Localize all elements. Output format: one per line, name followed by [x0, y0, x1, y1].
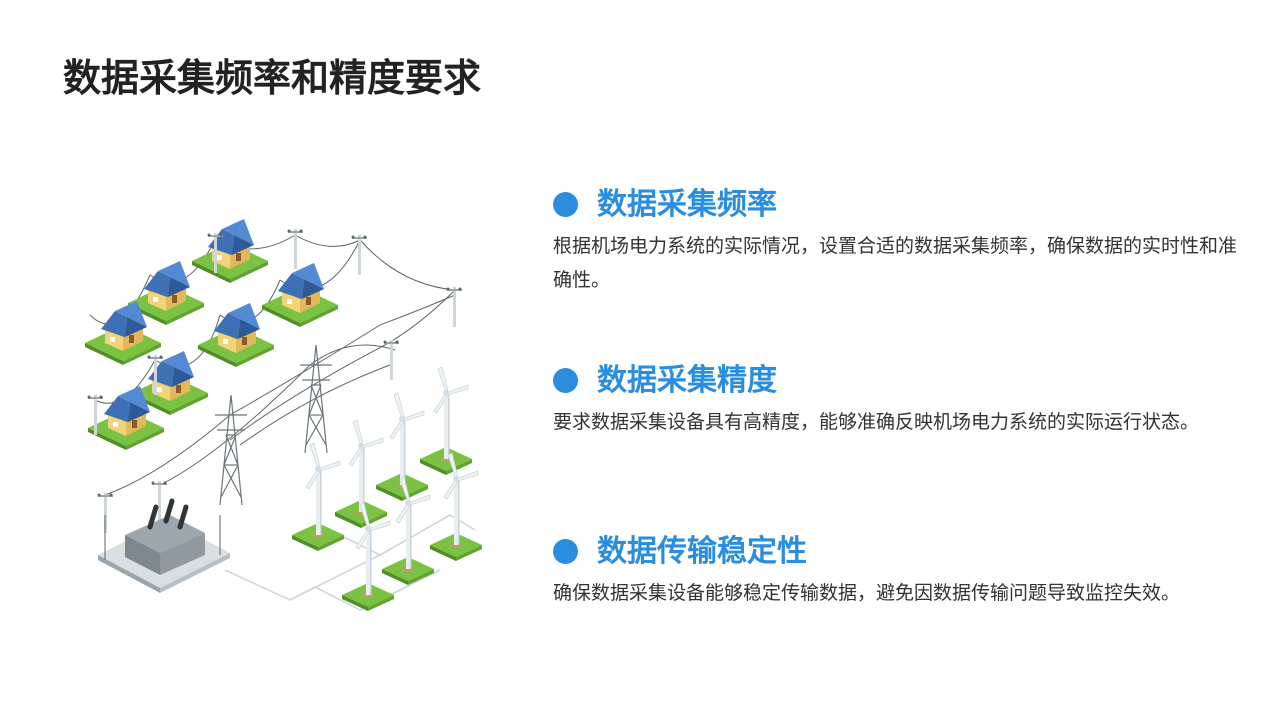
bullet-dot-icon — [553, 192, 578, 217]
section-heading-row: 数据采集频率 — [553, 183, 1243, 227]
section-heading: 数据采集精度 — [597, 363, 777, 398]
bullet-dot-icon — [553, 368, 578, 393]
page-title: 数据采集频率和精度要求 — [63, 56, 482, 100]
section-body: 要求数据采集设备具有高精度，能够准确反映机场电力系统的实际运行状态。 — [553, 411, 1200, 433]
section-heading: 数据传输稳定性 — [597, 534, 807, 569]
section-precision: 数据采集精度 要求数据采集设备具有高精度，能够准确反映机场电力系统的实际运行状态… — [553, 359, 1243, 439]
bullet-dot-icon — [553, 539, 578, 564]
section-heading: 数据采集频率 — [597, 187, 777, 222]
section-heading-row: 数据采集精度 — [553, 359, 1243, 403]
section-body: 确保数据采集设备能够稳定传输数据，避免因数据传输问题导致监控失效。 — [553, 582, 1181, 604]
section-body: 根据机场电力系统的实际情况，设置合适的数据采集频率，确保数据的实时性和准确性。 — [553, 235, 1238, 291]
section-heading-row: 数据传输稳定性 — [553, 530, 1243, 574]
section-stability: 数据传输稳定性 确保数据采集设备能够稳定传输数据，避免因数据传输问题导致监控失效… — [553, 530, 1243, 610]
power-grid-illustration — [85, 219, 483, 612]
section-frequency: 数据采集频率 根据机场电力系统的实际情况，设置合适的数据采集频率，确保数据的实时… — [553, 183, 1243, 297]
